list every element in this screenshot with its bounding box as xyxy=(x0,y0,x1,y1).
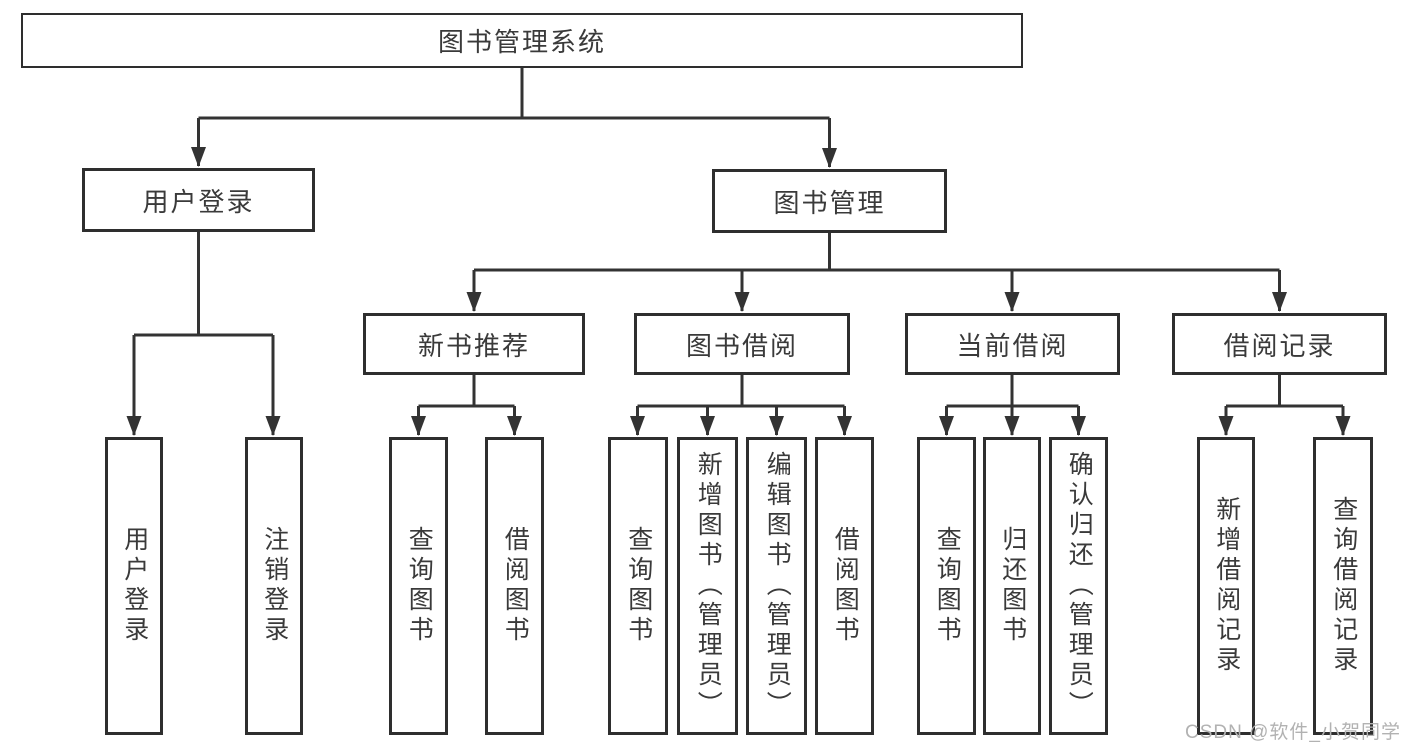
node-label: 图书管理系统 xyxy=(437,27,606,57)
leaf-borrow-borrow-books: 借阅图书 xyxy=(815,437,874,735)
node-label: 归还图书 xyxy=(998,526,1027,646)
leaf-current-confirm-return-admin: 确认归还（管理员） xyxy=(1049,437,1108,735)
leaf-newrec-borrow-books: 借阅图书 xyxy=(485,437,544,735)
leaf-newrec-query-books: 查询图书 xyxy=(389,437,448,735)
node-label: 图书借阅 xyxy=(685,330,798,361)
node-label: 查询图书 xyxy=(933,526,962,646)
node-label: 注销登录 xyxy=(260,526,289,646)
leaf-current-query-books: 查询图书 xyxy=(917,437,976,735)
node-label: 用户登录 xyxy=(120,526,149,646)
csdn-watermark: CSDN @软件_小贺同学 xyxy=(1185,722,1401,743)
node-new-book-recommend: 新书推荐 xyxy=(363,313,585,375)
node-label: 借阅记录 xyxy=(1223,330,1336,361)
leaf-logout: 注销登录 xyxy=(245,437,303,735)
leaf-user-login: 用户登录 xyxy=(105,437,163,735)
node-user-login-group: 用户登录 xyxy=(82,168,315,232)
leaf-borrow-add-books-admin: 新增图书（管理员） xyxy=(677,437,738,735)
node-system-root: 图书管理系统 xyxy=(21,13,1023,68)
node-current-borrowing: 当前借阅 xyxy=(905,313,1120,375)
node-label: 图书管理 xyxy=(773,187,886,218)
node-label: 编辑图书（管理员） xyxy=(763,451,792,721)
leaf-records-add-record: 新增借阅记录 xyxy=(1197,437,1255,735)
node-borrowing-records: 借阅记录 xyxy=(1172,313,1387,375)
node-label: 借阅图书 xyxy=(501,526,530,646)
node-book-borrowing: 图书借阅 xyxy=(634,313,850,375)
node-label: 查询图书 xyxy=(405,526,434,646)
leaf-borrow-edit-books-admin: 编辑图书（管理员） xyxy=(746,437,807,735)
leaf-current-return-books: 归还图书 xyxy=(983,437,1041,735)
leaf-borrow-query-books: 查询图书 xyxy=(608,437,668,735)
node-label: 确认归还（管理员） xyxy=(1065,451,1094,721)
node-label: 查询图书 xyxy=(624,526,653,646)
node-label: 新增借阅记录 xyxy=(1212,496,1241,676)
node-label: 新增图书（管理员） xyxy=(694,451,723,721)
leaf-records-query-record: 查询借阅记录 xyxy=(1313,437,1373,735)
node-label: 查询借阅记录 xyxy=(1329,496,1358,676)
node-label: 当前借阅 xyxy=(956,330,1069,361)
node-book-management: 图书管理 xyxy=(712,169,947,233)
node-label: 借阅图书 xyxy=(831,526,860,646)
node-label: 新书推荐 xyxy=(417,330,530,361)
node-label: 用户登录 xyxy=(142,186,255,217)
